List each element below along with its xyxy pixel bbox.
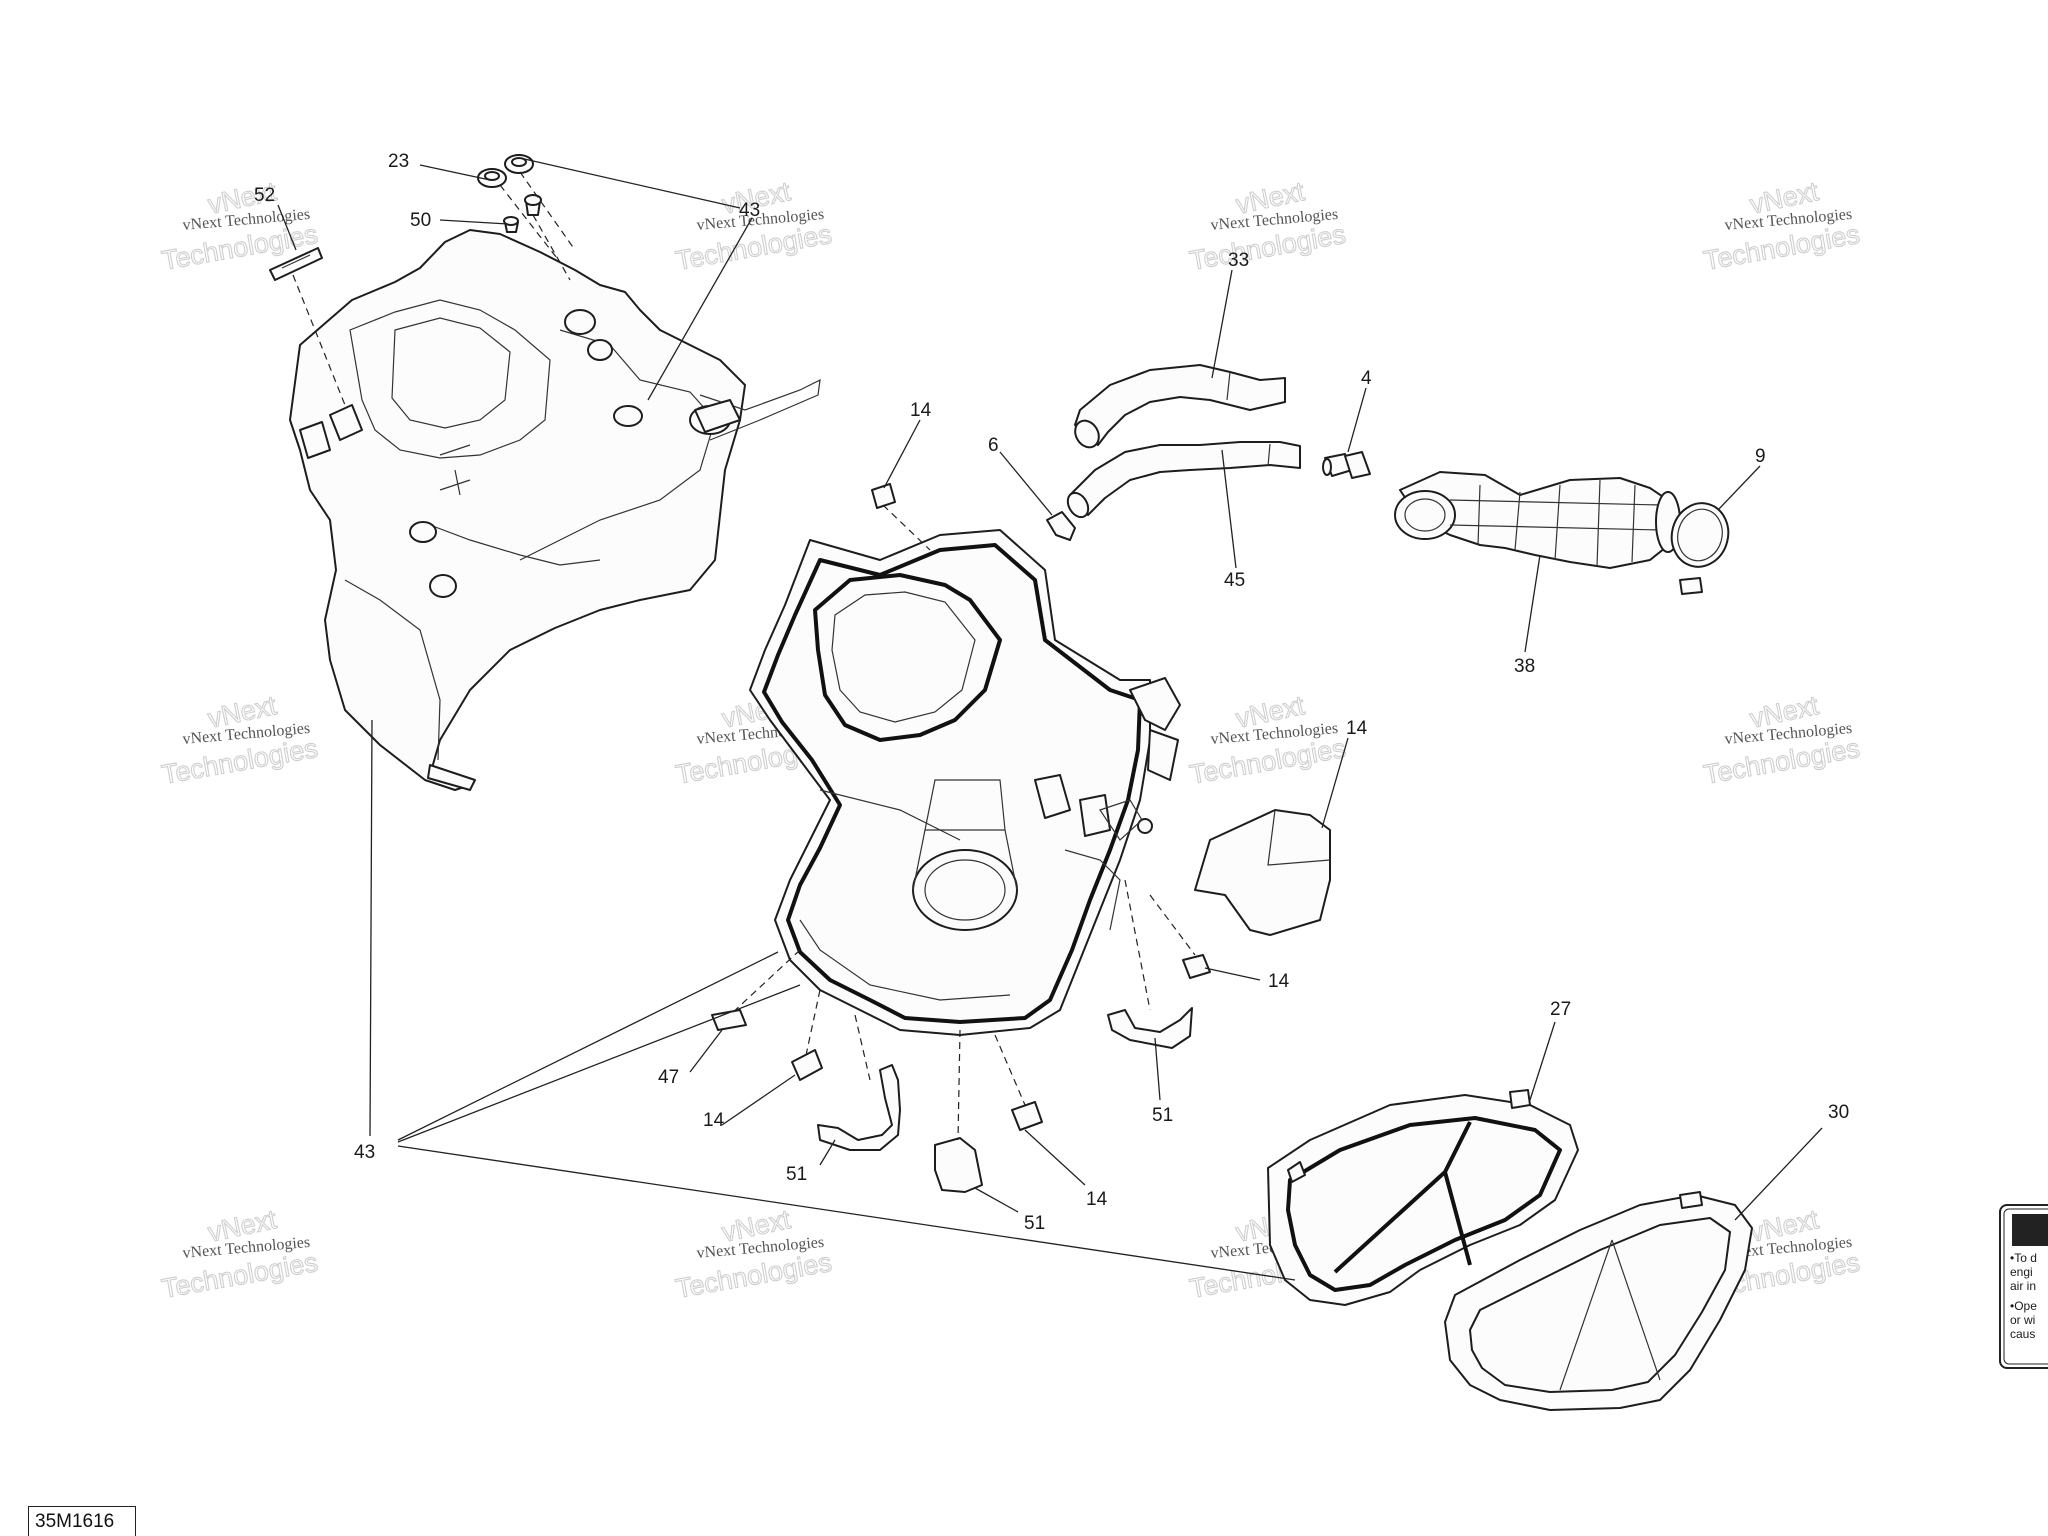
part-air-box-housing	[749, 529, 1181, 1036]
part-filter-cover-30	[1444, 1191, 1753, 1411]
part-intake-boot-38	[1394, 471, 1681, 569]
decal-line-4: •Ope	[2010, 1299, 2037, 1313]
callout-38: 38	[1514, 656, 1535, 677]
part-clamp-9	[1670, 502, 1730, 595]
callout-45: 45	[1224, 570, 1245, 591]
bracket-51-left	[817, 1064, 901, 1151]
callout-27: 27	[1550, 999, 1571, 1020]
part-hose-33	[1074, 364, 1286, 449]
part-clip-52	[269, 247, 323, 281]
leader-lines	[277, 157, 1823, 1281]
callout-50: 50	[410, 210, 431, 231]
callout-4: 4	[1361, 368, 1372, 389]
callout-47: 47	[658, 1067, 679, 1088]
callout-43-top: 43	[739, 200, 760, 221]
bracket-51-right	[1107, 1007, 1193, 1049]
part-small-pads	[711, 483, 1211, 1131]
decal-line-3: air in	[2010, 1279, 2036, 1293]
callout-14-top: 14	[910, 400, 932, 421]
watermark: vNext vNext Technologies Technologies	[159, 1204, 321, 1305]
callouts: 52 23 50 43 33 4 9 14 6 45 38 14 14 47 1…	[254, 151, 1849, 1234]
figure-id-box: 35M1616	[28, 1506, 136, 1536]
assembly-lines	[292, 171, 1196, 1141]
warning-decal: •To d engi air in •Ope or wi caus	[1999, 1204, 2048, 1369]
callout-6: 6	[988, 435, 999, 456]
decal-line-5: or wi	[2010, 1313, 2035, 1327]
figure-id: 35M1616	[35, 1511, 115, 1532]
decal-line-2: engi	[2010, 1265, 2033, 1279]
part-brackets-51	[817, 1007, 1193, 1193]
callout-9: 9	[1755, 446, 1766, 467]
part-grommets	[477, 154, 542, 233]
pad-14-right	[1182, 954, 1211, 979]
callout-51-bottom: 51	[1024, 1213, 1045, 1234]
part-hose-45	[1066, 441, 1301, 519]
watermark: vNext vNext Technologies Technologies	[1701, 690, 1863, 791]
callout-30: 30	[1828, 1102, 1849, 1123]
callout-51-right: 51	[1152, 1105, 1173, 1126]
pad-14-bottom	[1011, 1101, 1043, 1131]
callout-43-bottom: 43	[354, 1142, 375, 1163]
callout-14-right: 14	[1268, 971, 1290, 992]
callout-14-left: 14	[703, 1110, 725, 1131]
watermark: vNext vNext Technologies Technologies	[673, 1204, 835, 1305]
part-clamp-6	[1046, 511, 1076, 541]
callout-52: 52	[254, 185, 275, 206]
bracket-51-bottom	[934, 1137, 983, 1193]
part-air-filter-27	[1267, 1089, 1579, 1306]
watermark: vNext vNext Technologies Technologies	[159, 690, 321, 791]
callout-51-left: 51	[786, 1164, 807, 1185]
part-upper-frame	[289, 229, 821, 791]
decal-line-6: caus	[2010, 1327, 2035, 1341]
callout-23: 23	[388, 151, 409, 172]
watermark: vNext vNext Technologies Technologies	[1187, 176, 1349, 277]
watermark: vNext vNext Technologies Technologies	[1187, 690, 1349, 791]
part-shield-plate-14	[1194, 809, 1331, 936]
decal-line-1: •To d	[2010, 1251, 2037, 1265]
watermark: vNext vNext Technologies Technologies	[1701, 176, 1863, 277]
callout-14-bottom: 14	[1086, 1189, 1108, 1210]
part-fitting-4	[1322, 451, 1371, 479]
pad-14-top	[871, 483, 896, 509]
watermark: vNext vNext Technologies Technologies	[673, 176, 835, 277]
pad-14-left	[791, 1049, 823, 1081]
callout-14-shield: 14	[1346, 718, 1368, 739]
callout-33: 33	[1228, 250, 1249, 271]
